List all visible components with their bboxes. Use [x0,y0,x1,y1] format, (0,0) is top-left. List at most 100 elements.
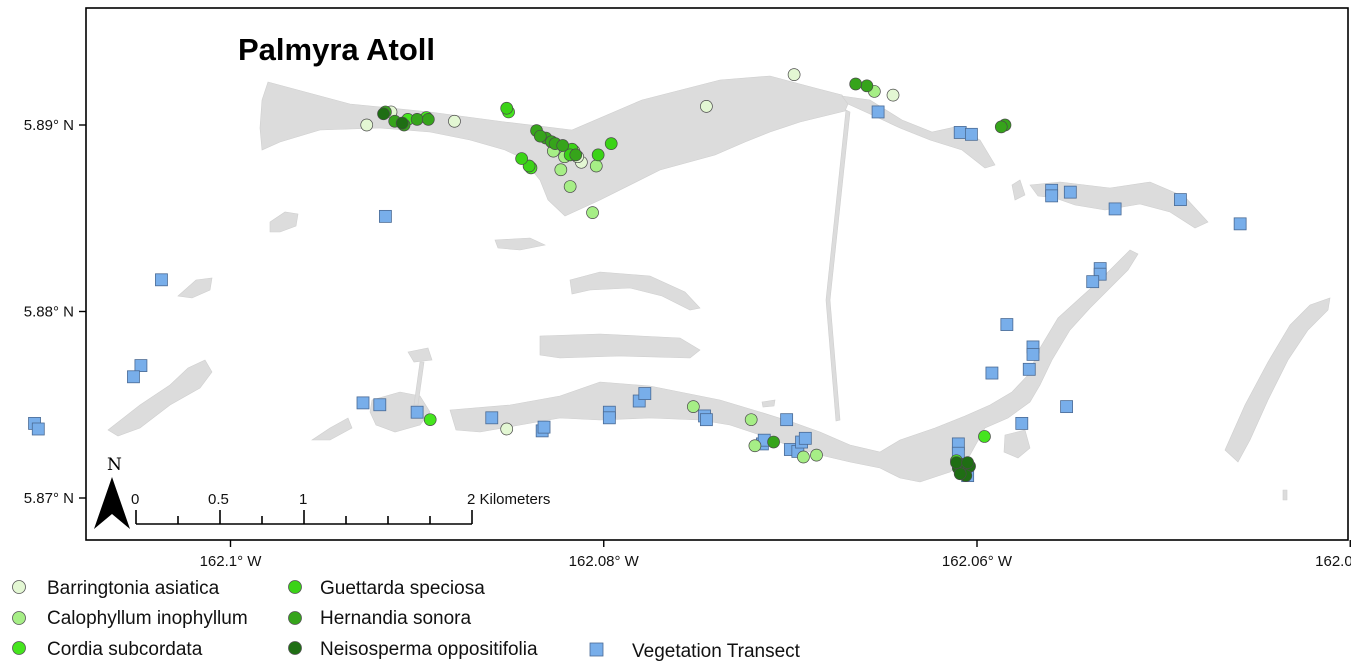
y-tick-label: 5.88° N [24,304,74,321]
legend-item-calophyllum: Calophyllum inophyllum [12,608,248,629]
species-marker-hernandia [410,113,424,126]
transect-marker [965,127,978,141]
transect-marker [953,126,967,139]
transect-marker [1000,318,1014,331]
transect-marker [985,366,999,380]
scale-bar-labels: 0 0.5 1 2 Kilometers [131,491,550,508]
scale-label-0-5: 0.5 [208,491,229,508]
legend-item-neisosperma: Neisosperma oppositifolia [288,639,538,660]
legend-swatch [288,641,302,655]
legend-item-transect: Vegetation Transect [589,641,801,661]
legend-swatch [12,641,26,655]
transect-marker [602,411,616,425]
scale-label-1: 1 [299,491,307,508]
species-marker-barringtonia [787,68,801,81]
transect-marker [127,370,140,384]
transect-marker [378,209,392,223]
map-title: Palmyra Atoll [238,32,435,67]
scale-label-0: 0 [131,491,139,508]
species-marker-calophyllum [797,450,810,464]
transect-marker [798,431,812,445]
species-marker-neisosperma [961,456,975,469]
islet-scatter-2 [1282,489,1288,501]
species-marker-calophyllum [748,439,762,453]
causeway-west [413,361,425,406]
transect-marker [871,105,885,119]
lagoon-fragment-3 [494,237,546,251]
north-arrow-icon [94,477,130,529]
transect-marker [699,413,713,427]
species-marker-hernandia [533,129,547,143]
transect-marker [134,359,148,372]
transect-marker [410,405,424,419]
transect-marker [1060,400,1073,414]
island-north-east-point [1011,179,1026,201]
north-arrow: N [94,455,130,529]
species-layer [360,68,1012,482]
species-marker-neisosperma [950,456,963,469]
transect-marker [1233,217,1247,231]
transect-marker [780,413,794,427]
legend-swatch [12,580,26,594]
legend-item-cordia: Cordia subcordata [12,639,203,660]
legend-label: Hernandia sonora [320,608,471,629]
species-marker-cordia [978,430,991,443]
legend-item-barringtonia: Barringtonia asiatica [12,578,220,599]
species-marker-hernandia [860,79,874,93]
transect-marker [1045,189,1059,203]
north-arrow-label: N [107,455,122,475]
transect-marker [31,422,45,436]
species-marker-hernandia [421,113,435,126]
islet-west-2 [177,277,213,299]
legend-item-hernandia: Hernandia sonora [288,608,471,629]
transect-marker [1026,347,1040,361]
scale-bar [135,510,473,525]
x-tick-label: 162.1° W [200,553,263,570]
transect-marker [1086,275,1100,289]
legend-label: Guettarda speciosa [320,578,485,599]
transect-marker [155,273,168,287]
causeway-vertical [825,109,851,422]
species-marker-calophyllum [554,163,568,177]
transect-marker [638,387,652,400]
legend-label: Neisosperma oppositifolia [320,639,538,660]
species-marker-barringtonia [448,114,461,128]
transect-marker [1015,416,1029,430]
legend-swatch [589,642,604,657]
species-marker-calophyllum [563,180,577,193]
species-marker-guettarda [591,148,605,162]
species-marker-barringtonia [500,422,514,436]
species-marker-barringtonia [360,118,374,132]
island-south-mid-east [1003,429,1031,459]
species-marker-calophyllum [744,413,758,427]
species-marker-hernandia [994,120,1008,134]
x-tick-label: 162.04° W [1315,553,1351,570]
legend-swatch [12,611,26,625]
transect-marker [537,420,551,434]
lagoon-fragment-4 [407,347,433,363]
islet-west-1 [269,211,299,233]
legend-item-guettarda: Guettarda speciosa [288,578,485,599]
species-marker-calophyllum [589,159,603,173]
species-marker-hernandia [767,435,780,449]
legend-swatch [288,611,302,625]
scale-label-2-km: 2 Kilometers [467,491,550,508]
species-marker-cordia [423,413,437,427]
island-south-main [449,249,1139,483]
transect-marker [1063,185,1077,199]
lagoon-fragment-1 [569,271,701,311]
x-tick-label: 162.06° W [942,553,1013,570]
species-marker-barringtonia [886,88,900,102]
species-marker-hernandia [849,77,863,91]
legend-label: Vegetation Transect [632,641,801,661]
species-marker-neisosperma [953,467,967,481]
transect-marker [1174,193,1187,207]
species-marker-neisosperma [395,116,409,130]
legend: Barringtonia asiatica Calophyllum inophy… [12,578,801,661]
islet-west-3 [107,359,213,437]
island-east-long [1224,297,1331,463]
species-marker-calophyllum [686,400,700,413]
y-tick-label: 5.87° N [24,490,74,507]
species-marker-calophyllum [586,206,599,220]
